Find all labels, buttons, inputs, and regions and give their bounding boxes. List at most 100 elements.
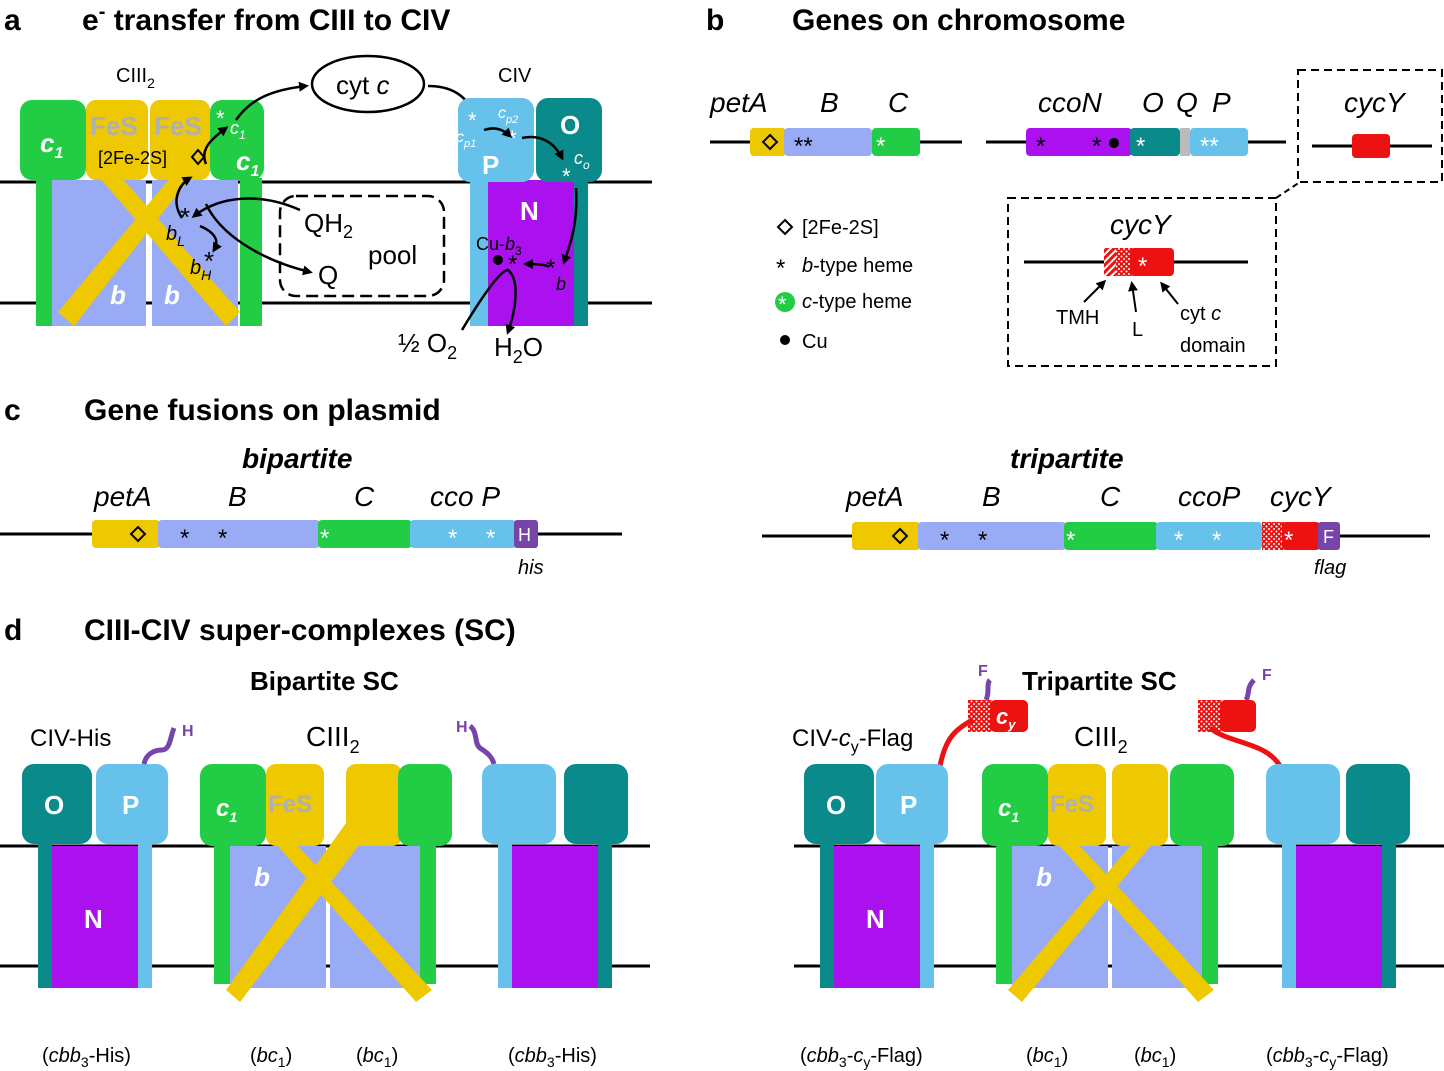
o-stalk xyxy=(574,180,588,326)
cp1-label: cp1 xyxy=(456,129,476,150)
tri-B-label: B xyxy=(982,481,1001,512)
c1-left-head xyxy=(20,100,86,180)
arrow-o2-to-h2o xyxy=(460,268,517,335)
ccoP-gene xyxy=(1190,128,1248,156)
tri-petA-gene xyxy=(852,522,920,550)
bi-B-label: B xyxy=(228,481,247,512)
bi-petA-label: petA xyxy=(93,481,152,512)
arrow-bl-to-bh xyxy=(199,224,222,253)
pool-label: pool xyxy=(368,240,417,270)
fes-right-arm xyxy=(58,178,190,326)
bH-heme-icon: * xyxy=(204,246,214,276)
legend-c-heme-icon: * xyxy=(778,292,787,317)
bi-fes-left-head xyxy=(266,764,324,846)
tri-caption-bc1-left: (bc1) xyxy=(1026,1045,1068,1070)
petA-diamond-icon xyxy=(761,133,779,151)
cub3-label: Cu-b3 xyxy=(476,234,522,258)
bi-civ-o-label: O xyxy=(44,790,64,820)
tri-civ-p-label: P xyxy=(900,790,917,820)
q-pool-box xyxy=(278,194,446,298)
tri-civ2-o-stalk xyxy=(1382,842,1396,988)
tri-B-gene xyxy=(918,522,1066,550)
c1-left-label: c1 xyxy=(40,128,63,162)
cp2-heme-icon: * xyxy=(508,126,517,151)
legend-cu: Cu xyxy=(802,331,828,353)
ccoN-cu-icon xyxy=(1109,138,1119,148)
C-label: C xyxy=(888,87,909,118)
panel-c-title: Gene fusions on plasmid xyxy=(84,394,441,427)
ccoO-gene xyxy=(1130,128,1180,156)
bi-civ-n-label: N xyxy=(84,904,103,934)
tri-ccoP-gene xyxy=(1156,522,1262,550)
tri-civ2-p-head xyxy=(1266,764,1340,844)
panel-a: a e- transfer from CIII to CIV CIII2 CIV… xyxy=(0,1,652,367)
tri-flag-letter-left: F xyxy=(978,663,988,680)
tri-petA-label: petA xyxy=(845,481,904,512)
tri-B-heme-icon-1: * xyxy=(940,527,949,554)
tri-fes-left-head xyxy=(1048,764,1106,846)
tri-fes-arm-right xyxy=(1008,844,1152,1002)
bipartite-sc: Bipartite SC CIV-His CIII2 O P N H xyxy=(0,666,650,1070)
bi-his-letter-right: H xyxy=(456,719,468,736)
tri-b-label: b xyxy=(1036,862,1052,892)
inset-connector xyxy=(1275,181,1301,199)
bi-civ-o-stalk xyxy=(38,842,52,988)
tri-cy-linker-right xyxy=(1198,700,1222,732)
fes-left-label: FeS xyxy=(90,111,138,141)
tri-caption-bc1-right: (bc1) xyxy=(1134,1045,1176,1070)
cp1-heme-icon: * xyxy=(468,108,477,133)
tri-C-heme-icon: * xyxy=(1066,527,1075,554)
bi-petA-gene xyxy=(92,520,160,548)
legend-b-heme: b-type heme xyxy=(802,255,913,277)
tri-C-gene xyxy=(1064,522,1158,550)
c1-right-stalk xyxy=(240,178,262,326)
b-left-label: b xyxy=(110,280,126,310)
tri-civ2-n xyxy=(1296,846,1382,988)
arrow-cp2-to-co xyxy=(521,135,564,161)
bi-fes-arm-right xyxy=(226,812,372,1002)
arrow-c1-to-cytc xyxy=(234,81,309,121)
legend-fe2s: [2Fe-2S] xyxy=(802,217,879,239)
his-label: his xyxy=(518,557,544,579)
bi-B-gene xyxy=(158,520,320,548)
legend-diamond-icon xyxy=(776,218,794,236)
bi-B-heme-icon-1: * xyxy=(180,525,189,552)
tri-fes-right-head xyxy=(1112,764,1168,846)
co-heme-icon: * xyxy=(562,164,571,189)
h2o-label: H2O xyxy=(494,332,543,367)
tri-cycY-heme-icon: * xyxy=(1284,527,1293,554)
C-heme-icon: * xyxy=(876,133,885,160)
legend-cu-icon xyxy=(780,335,790,345)
tri-civ-n xyxy=(834,846,920,988)
tmh-label: TMH xyxy=(1056,307,1099,329)
c1-right-head xyxy=(210,100,264,180)
cycY-gene xyxy=(1352,134,1390,158)
tri-cy-tmh-right xyxy=(1208,725,1283,768)
legend-c-heme-circle xyxy=(775,292,795,312)
bi-c1-right-stalk xyxy=(420,844,436,984)
B-heme-icons: ** xyxy=(794,133,813,160)
tri-civ-o-stalk xyxy=(820,842,834,988)
co-label: co xyxy=(574,148,590,172)
flag-label: flag xyxy=(1314,557,1346,579)
n-subunit xyxy=(488,180,574,326)
c1-left-stalk xyxy=(36,178,52,326)
C-gene xyxy=(872,128,920,156)
tri-fes-label: FeS xyxy=(1050,791,1094,818)
ccoN-gene xyxy=(1026,128,1132,156)
petA-label: petA xyxy=(709,87,768,118)
ccoN-heme-icon-1: * xyxy=(1036,133,1045,160)
tri-civ-o-label: O xyxy=(826,790,846,820)
panel-d: d CIII-CIV super-complexes (SC) Bipartit… xyxy=(0,614,1444,1070)
bi-B-heme-icon-2: * xyxy=(218,525,227,552)
tri-flag-tail-left xyxy=(983,678,993,702)
fes-left-arm xyxy=(100,178,240,326)
arrow-qh2-to-q xyxy=(204,203,313,276)
tri-caption-cbb3-flag-left: (cbb3-cy-Flag) xyxy=(800,1045,923,1070)
tri-c1-left-head xyxy=(982,764,1048,846)
tri-c1-label: c1 xyxy=(998,795,1019,825)
bi-civ2-o-stalk xyxy=(598,842,612,988)
arrow-bl-to-fes xyxy=(175,176,193,219)
o2-label: ½ O2 xyxy=(398,328,457,363)
